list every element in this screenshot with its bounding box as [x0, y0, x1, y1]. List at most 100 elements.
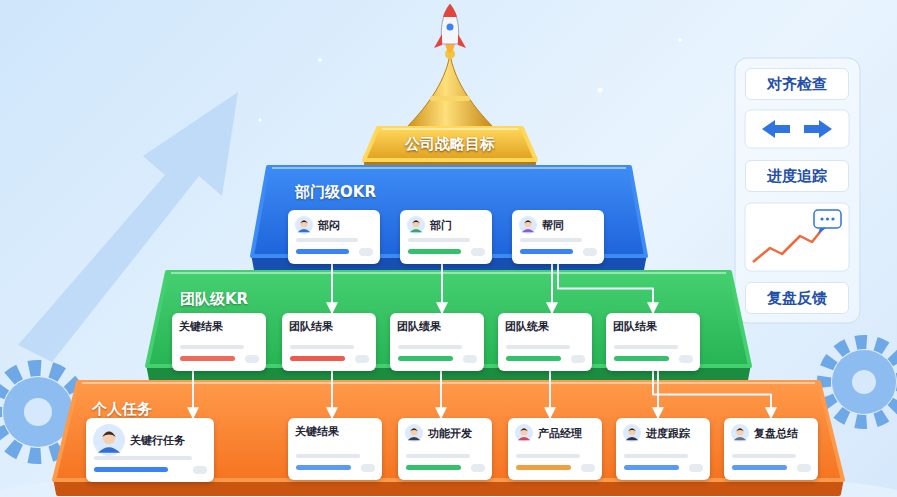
connector-arrow	[657, 371, 659, 418]
okr-card: 团队结果	[606, 313, 700, 371]
connector-arrow	[653, 371, 771, 418]
card-title: 功能开发	[428, 426, 472, 441]
card-text: 产品经理	[538, 426, 582, 441]
okr-card: 团队结果	[282, 313, 376, 371]
side-panel-item: 复盘反馈	[745, 282, 849, 314]
card-text: 帮同	[542, 218, 564, 233]
placeholder-line	[406, 454, 470, 458]
card-header: 功能开发	[405, 424, 486, 442]
avatar-icon	[295, 216, 313, 234]
placeholder-line	[290, 345, 354, 349]
avatar-icon	[515, 424, 533, 442]
card-title: 团队绩果	[397, 319, 441, 334]
card-text: 部闷	[318, 218, 340, 233]
progress-bar	[516, 465, 571, 470]
progress-bar	[180, 356, 235, 361]
card-title: 产品经理	[538, 426, 582, 441]
status-pill	[471, 248, 485, 256]
status-pill	[679, 355, 693, 363]
growth-arrow	[18, 92, 238, 362]
status-pill	[471, 464, 485, 472]
connector-arrow	[549, 371, 551, 418]
status-pill	[355, 355, 369, 363]
card-header: 复盘总结	[731, 424, 812, 442]
progress-bar	[398, 356, 453, 361]
okr-card: 产品经理	[508, 418, 602, 480]
card-text: 复盘总结	[754, 426, 798, 441]
side-panel	[735, 58, 860, 323]
progress-bar	[94, 467, 168, 472]
connector-arrow	[441, 264, 443, 313]
connector-arrow	[551, 264, 553, 313]
card-text: 团队绩果	[397, 319, 441, 334]
card-header: 关键行任务	[93, 424, 208, 456]
avatar-icon	[731, 424, 749, 442]
status-pill	[193, 466, 207, 474]
connector-arrow	[558, 264, 653, 313]
okr-card: 功能开发	[398, 418, 492, 480]
placeholder-line	[624, 454, 688, 458]
tier-heading: 个人任务	[92, 400, 152, 419]
progress-bar	[614, 356, 669, 361]
status-pill	[583, 248, 597, 256]
card-title: 关键结果	[295, 424, 339, 439]
tier-heading: 部门级OKR	[295, 183, 376, 202]
card-text: 关键行任务	[130, 433, 185, 448]
card-header: 部门	[407, 216, 486, 234]
progress-bar	[506, 356, 561, 361]
okr-card: 部门	[400, 210, 492, 264]
card-header: 部闷	[295, 216, 374, 234]
okr-card: 关键结果	[172, 313, 266, 371]
card-text: 团队结果	[613, 319, 657, 334]
okr-card: 团队绩果	[390, 313, 484, 371]
card-header: 团队绩果	[397, 319, 478, 334]
okr-card: 团队统果	[498, 313, 592, 371]
okr-card: 关键结果	[288, 418, 382, 480]
avatar-icon	[519, 216, 537, 234]
progress-bar	[290, 356, 345, 361]
placeholder-line	[732, 454, 796, 458]
card-title: 帮同	[542, 218, 564, 233]
tier-band: 团队级KR 关键结果 团队结果 团队绩果 团队统果 团队结果	[145, 270, 752, 380]
placeholder-line	[296, 454, 360, 458]
card-header: 团队结果	[613, 319, 694, 334]
okr-card: 进度跟踪	[616, 418, 710, 480]
card-title: 团队统果	[505, 319, 549, 334]
placeholder-line	[296, 238, 358, 242]
side-label: 对齐检查	[767, 75, 827, 94]
card-header: 关键结果	[179, 319, 260, 334]
tier-heading: 团队级KR	[180, 290, 248, 309]
sparkles	[258, 38, 681, 121]
tier-band: 个人任务关键行任务 关键结果 功能开发 产品经理 进度跟踪 复盘总结	[52, 380, 845, 494]
status-pill	[797, 464, 811, 472]
card-header: 帮同	[519, 216, 598, 234]
card-text: 关键结果	[179, 319, 223, 334]
progress-bar	[520, 249, 573, 254]
card-text: 团队结果	[289, 319, 333, 334]
card-header: 关键结果	[295, 424, 376, 439]
placeholder-line	[180, 345, 244, 349]
connector-arrow	[331, 371, 333, 418]
placeholder-line	[516, 454, 580, 458]
connector-arrow	[331, 264, 333, 313]
card-header: 产品经理	[515, 424, 596, 442]
connector-arrow	[440, 371, 442, 418]
placeholder-line	[94, 456, 192, 460]
card-title: 关键结果	[179, 319, 223, 334]
side-label: 复盘反馈	[767, 289, 827, 308]
card-text: 团队统果	[505, 319, 549, 334]
card-text: 进度跟踪	[646, 426, 690, 441]
connector-arrow	[192, 371, 194, 418]
gear-right	[824, 342, 897, 422]
card-text: 功能开发	[428, 426, 472, 441]
progress-bar	[406, 465, 461, 470]
card-title: 团队结果	[289, 319, 333, 334]
side-panel-item: 对齐检查	[745, 68, 849, 100]
tier-band: 部门级OKR 部闷 部门 帮同	[250, 165, 648, 270]
placeholder-line	[408, 238, 470, 242]
card-title: 团队结果	[613, 319, 657, 334]
avatar-icon	[93, 424, 125, 456]
trophy	[404, 49, 496, 130]
status-pill	[571, 355, 585, 363]
card-title: 关键行任务	[130, 433, 185, 448]
